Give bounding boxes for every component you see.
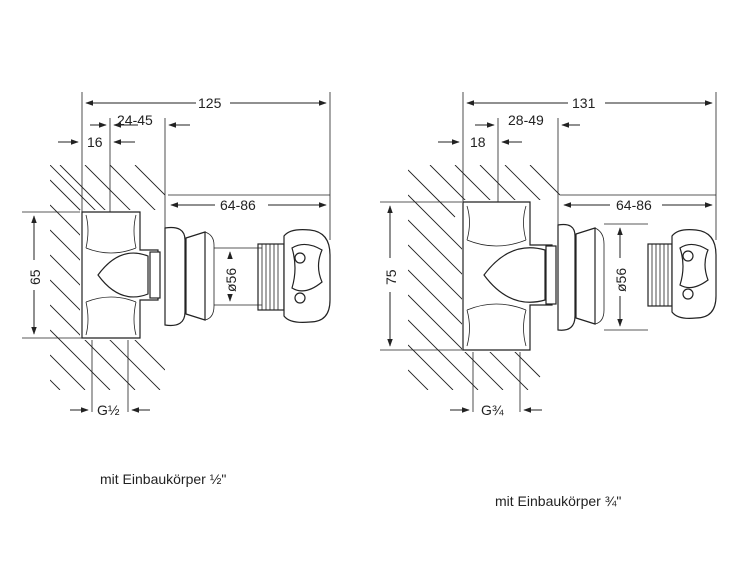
right-dim-range-b: 64-86 (616, 197, 652, 213)
left-dim-range-b: 64-86 (220, 197, 256, 213)
right-dim-height: 75 (383, 269, 399, 285)
left-rosette (164, 226, 215, 327)
left-fitting-body (81, 211, 161, 339)
left-handle (257, 229, 331, 323)
right-dim-small: 18 (470, 134, 486, 150)
left-caption: mit Einbaukörper ½" (100, 471, 226, 487)
right-dim-diameter: ø56 (613, 268, 629, 292)
right-fitting-body (462, 201, 557, 351)
right-dim-range-a: 28-49 (508, 112, 544, 128)
left-variant: 125 24-45 16 64-86 65 ø56 G½ (22, 92, 331, 418)
left-dim-thread: G½ (97, 402, 120, 418)
right-dim-overall: 131 (572, 95, 596, 111)
right-dim-thread: G¾ (481, 402, 504, 418)
left-dim-height: 65 (27, 269, 43, 285)
left-dim-small: 16 (87, 134, 103, 150)
right-rosette (557, 223, 605, 331)
right-handle (647, 229, 717, 319)
left-dim-range-a: 24-45 (117, 112, 153, 128)
left-dim-diameter: ø56 (223, 268, 239, 292)
right-caption: mit Einbaukörper ¾" (495, 493, 621, 509)
right-variant: 131 28-49 18 64-86 75 ø56 G¾ (380, 92, 717, 418)
left-dim-overall: 125 (198, 95, 222, 111)
